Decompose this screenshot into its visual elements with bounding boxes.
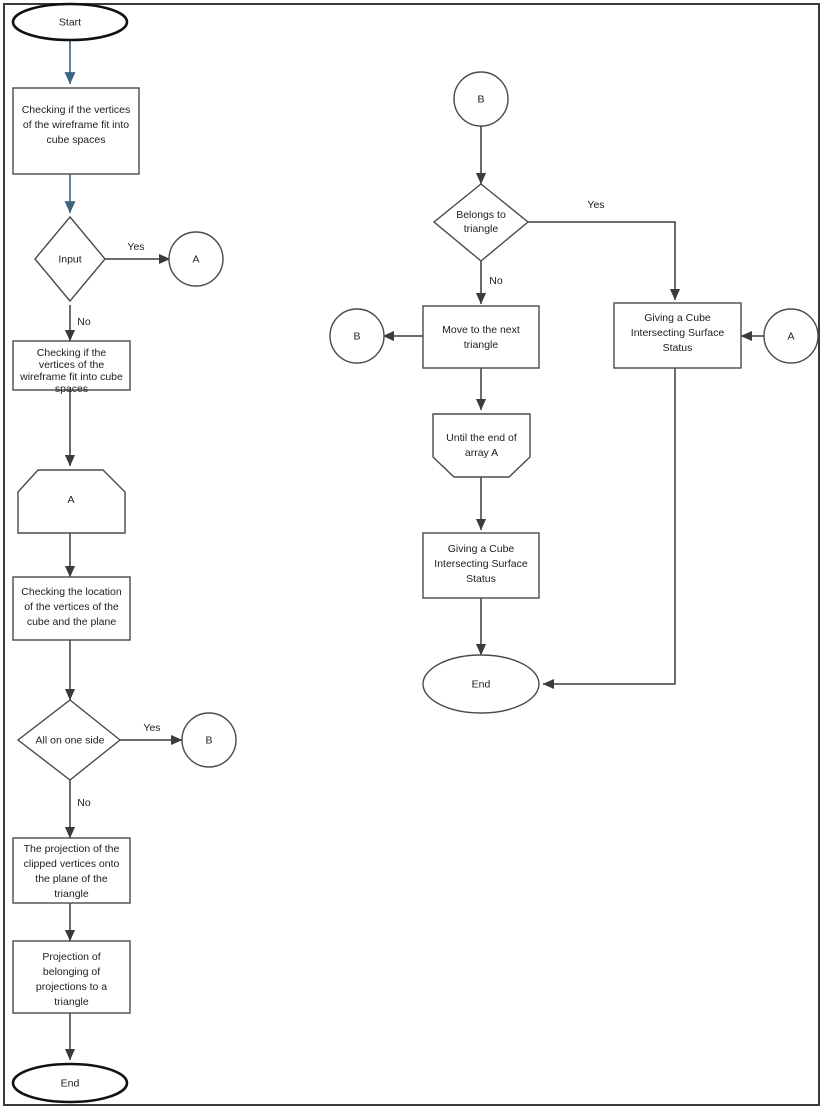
edge-belongs-yes-to-giving-right	[528, 221, 681, 301]
node-until-end-array[interactable]	[432, 413, 531, 478]
node-belongs-to-triangle-line1: Belongs to	[456, 209, 506, 221]
node-giving-status-mid-line2: Intersecting Surface	[434, 558, 528, 570]
node-check-vertices-2-line4: spaces	[55, 383, 88, 395]
node-move-next-triangle-line1: Move to the next	[442, 324, 520, 336]
node-check-location-line1: Checking the location	[21, 586, 122, 598]
node-end-right-label: End	[472, 678, 491, 690]
node-check-location-line2: of the vertices of the	[24, 601, 119, 613]
edge-label-input-no: No	[77, 316, 91, 328]
node-check-vertices-2-line2: vertices of the	[39, 359, 105, 371]
node-start-label: Start	[59, 16, 81, 28]
node-giving-status-mid[interactable]	[422, 532, 540, 599]
node-check-vertices-1-line3: cube spaces	[47, 134, 106, 146]
node-check-vertices-1-line1: Checking if the vertices	[22, 104, 131, 116]
node-giving-status-right-line3: Status	[663, 342, 693, 354]
node-until-end-array-line1: Until the end of	[446, 432, 517, 444]
node-check-vertices-2[interactable]	[12, 340, 131, 391]
node-projection-belonging-line3: projections to a	[36, 981, 107, 993]
node-connector-b-right[interactable]	[181, 712, 237, 768]
node-giving-status-right-line2: Intersecting Surface	[631, 327, 725, 339]
node-end-left[interactable]	[11, 1062, 129, 1104]
edge-label-input-yes: Yes	[127, 241, 144, 253]
node-connector-b-left[interactable]	[329, 308, 385, 364]
node-check-location-line3: cube and the plane	[27, 616, 116, 628]
node-connector-a-right[interactable]	[168, 231, 224, 287]
node-connector-b-left-label: B	[353, 330, 360, 342]
node-all-on-one-side-label: All on one side	[36, 734, 105, 746]
node-connector-b-right-label: B	[205, 734, 212, 746]
node-projection-belonging-line2: belonging of	[43, 966, 100, 978]
node-preparation-a[interactable]	[17, 469, 126, 534]
node-preparation-a-label: A	[67, 494, 74, 506]
edge-label-belongs-no: No	[489, 275, 503, 287]
node-move-next-triangle[interactable]	[422, 305, 540, 369]
node-end-right[interactable]	[422, 654, 540, 714]
node-projection-belonging-line4: triangle	[54, 996, 89, 1008]
node-belongs-to-triangle-line2: triangle	[464, 223, 499, 235]
node-check-vertices-1-line2: of the wireframe fit into	[23, 119, 129, 131]
edge-label-allside-no: No	[77, 797, 91, 809]
node-giving-status-right[interactable]	[613, 302, 742, 369]
node-giving-status-mid-line1: Giving a Cube	[448, 543, 515, 555]
node-check-vertices-1[interactable]	[12, 87, 140, 175]
node-check-location[interactable]	[12, 576, 131, 641]
node-projection-clipped-line4: triangle	[54, 888, 89, 900]
node-input-label: Input	[58, 253, 81, 265]
node-end-left-label: End	[61, 1077, 80, 1089]
node-projection-clipped-line1: The projection of the	[24, 843, 120, 855]
node-input-decision[interactable]	[34, 215, 106, 303]
node-all-on-one-side-decision[interactable]	[16, 699, 122, 781]
edge-giving-right-to-end	[542, 368, 676, 690]
edge-label-allside-yes: Yes	[143, 722, 160, 734]
node-connector-b-top-label: B	[477, 93, 484, 105]
node-connector-b-top[interactable]	[453, 71, 509, 127]
node-connector-a-far-right[interactable]	[763, 308, 819, 364]
node-start[interactable]	[11, 2, 129, 42]
node-projection-clipped-line3: the plane of the	[35, 873, 108, 885]
node-giving-status-right-line1: Giving a Cube	[644, 312, 711, 324]
node-projection-belonging-line1: Projection of	[42, 951, 100, 963]
node-projection-clipped-line2: clipped vertices onto	[24, 858, 120, 870]
node-giving-status-mid-line3: Status	[466, 573, 496, 585]
edge-label-belongs-yes: Yes	[587, 199, 604, 211]
node-move-next-triangle-line2: triangle	[464, 339, 499, 351]
node-projection-clipped[interactable]	[12, 837, 131, 904]
node-connector-a-far-right-label: A	[787, 330, 794, 342]
node-connector-a-right-label: A	[192, 253, 199, 265]
node-check-vertices-2-line3: wireframe fit into cube	[19, 371, 123, 383]
node-until-end-array-line2: array A	[465, 447, 498, 459]
node-belongs-to-triangle-decision[interactable]	[432, 183, 530, 262]
node-projection-belonging[interactable]	[12, 940, 131, 1014]
node-check-vertices-2-line1: Checking if the	[37, 347, 107, 359]
